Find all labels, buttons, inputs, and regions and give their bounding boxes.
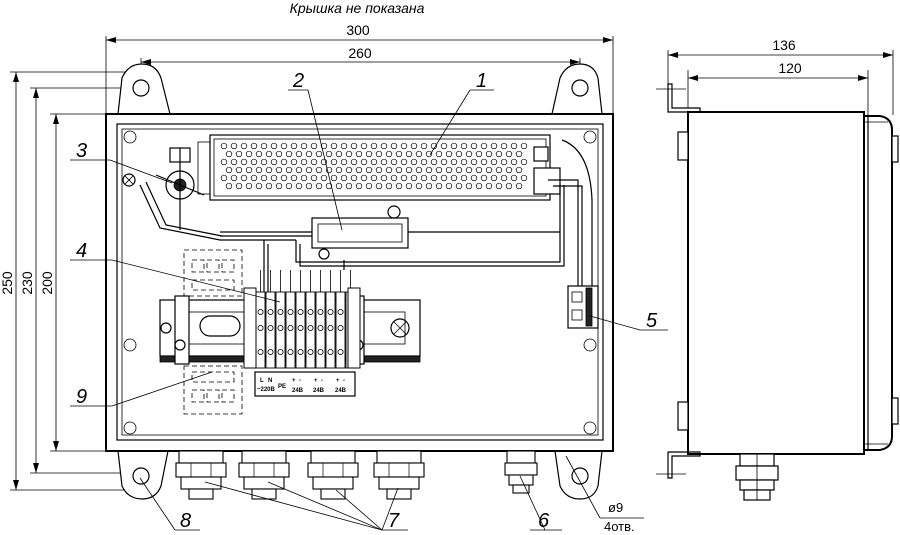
- callout-8-label: 8: [180, 510, 191, 532]
- callout-3: 3: [70, 140, 173, 184]
- dimension-260: 260: [140, 45, 581, 70]
- callout-9: 9: [70, 371, 213, 408]
- mounting-ear-top-left: [117, 63, 171, 115]
- term-minus-1: -: [299, 378, 301, 384]
- callout-6-label: 6: [538, 510, 550, 532]
- callout-9-label: 9: [76, 386, 87, 408]
- callout-3-label: 3: [76, 140, 87, 162]
- terminal-block: [265, 291, 276, 369]
- term-plus-2: +: [314, 378, 318, 384]
- term-minus-2: -: [321, 378, 323, 384]
- dimension-300: 300: [105, 22, 614, 114]
- terminal-block: [315, 291, 326, 369]
- callout-5: 5: [589, 310, 668, 332]
- enclosure-inner: [116, 123, 604, 441]
- dim-250-label: 250: [0, 271, 15, 295]
- callout-7: 7: [204, 481, 408, 532]
- callout-1: 1: [429, 70, 494, 156]
- term-220: ~220В: [257, 387, 276, 393]
- term-24-1: 24В: [292, 388, 304, 394]
- dim-230-label: 230: [19, 271, 35, 295]
- callout-6: 6: [519, 475, 562, 532]
- term-pe: PE: [278, 384, 286, 390]
- cable-gland: [175, 450, 227, 500]
- callout-7-label: 7: [388, 510, 400, 532]
- dim-136-label: 136: [772, 37, 796, 53]
- callout-hole: ø9 4отв.: [565, 455, 644, 534]
- optional-breaker-top: [183, 249, 243, 297]
- ground-terminal: [567, 285, 599, 329]
- dimension-250: 250: [0, 71, 130, 491]
- cable-glands: [175, 450, 538, 500]
- terminal-block: [255, 291, 266, 369]
- cable-gland: [307, 450, 359, 500]
- dimension-136: 136: [667, 37, 894, 115]
- terminal-block: [285, 291, 296, 369]
- side-bracket-top: [667, 83, 701, 113]
- hole-count-label: 4отв.: [604, 519, 635, 534]
- side-body: [687, 111, 865, 455]
- hole-dia-label: ø9: [608, 500, 623, 515]
- terminal-blocks: L N ~220В PE + - 24В + - 24В + - 24В: [243, 270, 361, 397]
- dimension-120: 120: [687, 60, 869, 115]
- power-supply: [197, 134, 561, 201]
- term-minus-3: -: [343, 378, 345, 384]
- terminal-block: [305, 291, 316, 369]
- mounting-ear-bottom-left: [117, 450, 169, 500]
- cable-gland: [373, 450, 425, 500]
- callout-1-label: 1: [476, 70, 487, 92]
- dimension-200: 200: [39, 113, 106, 452]
- dim-120-label: 120: [778, 60, 802, 76]
- enclosure-outer: [105, 113, 614, 452]
- front-view: 300 260 250 230: [0, 22, 668, 534]
- term-plus-3: +: [336, 378, 340, 384]
- cable-gland-small: [504, 450, 538, 494]
- callout-2-label: 2: [292, 70, 304, 92]
- cable-clamp: [122, 147, 296, 241]
- term-l: L: [260, 378, 264, 384]
- callout-5-label: 5: [646, 310, 658, 332]
- term-n: N: [268, 378, 272, 384]
- mounting-ear-bottom-right: [554, 450, 603, 500]
- callout-2: 2: [288, 70, 343, 231]
- terminal-block: [335, 291, 346, 369]
- dim-200-label: 200: [39, 271, 55, 295]
- callout-8: 8: [139, 477, 200, 532]
- side-view: 136 120: [656, 37, 899, 501]
- caption: Крышка не показана: [290, 0, 425, 16]
- side-gland: [735, 453, 779, 501]
- callout-4: 4: [70, 240, 281, 303]
- terminal-block: [325, 291, 336, 369]
- cable-gland: [238, 450, 290, 500]
- dim-300-label: 300: [346, 22, 370, 38]
- dim-260-label: 260: [348, 45, 372, 61]
- optional-breaker-bottom: [183, 365, 243, 415]
- term-24-3: 24В: [335, 388, 347, 394]
- mounting-ear-top-right: [551, 63, 603, 115]
- terminal-block: [295, 291, 306, 369]
- term-plus-1: +: [292, 378, 296, 384]
- heater-resistor: [220, 205, 440, 260]
- terminal-block: [275, 291, 286, 369]
- term-24-2: 24В: [313, 388, 325, 394]
- callout-4-label: 4: [76, 240, 87, 262]
